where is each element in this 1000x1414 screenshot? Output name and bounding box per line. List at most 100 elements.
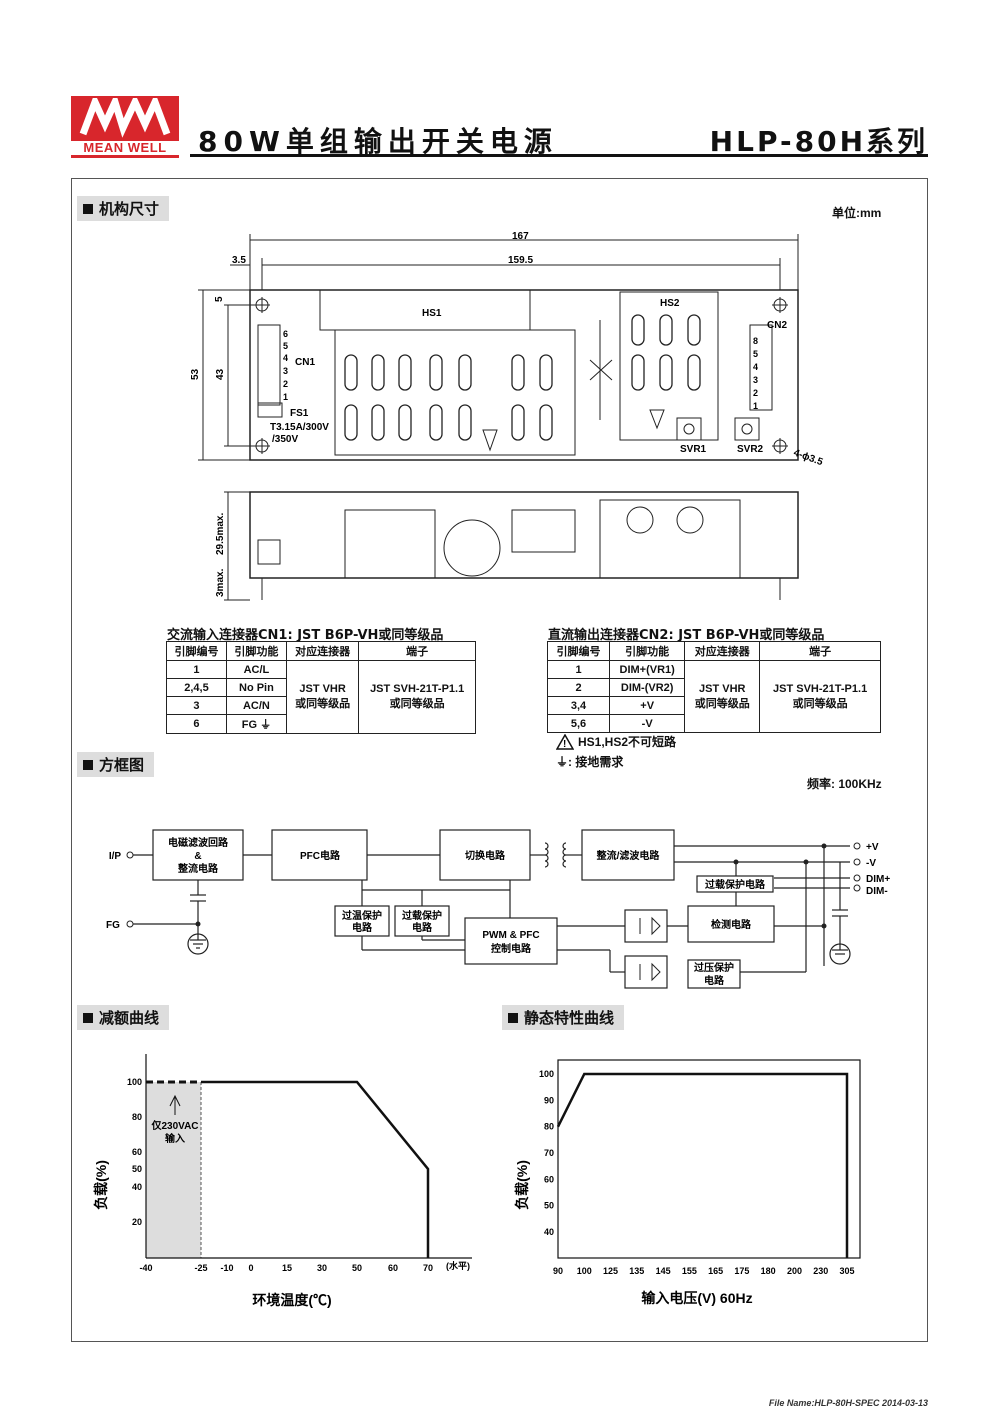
y-tick-label: 60	[544, 1174, 554, 1184]
output-label: DIM+	[866, 874, 890, 885]
cn2-pin: 4	[753, 362, 758, 372]
x-tick-label: 70	[423, 1263, 433, 1273]
chart2-ylabel: 负载(%)	[514, 1160, 530, 1210]
block-diagram: I/P FG 电磁滤波回路 & 整流电路 PFC电路 切换电路 整流/滤波电路 …	[106, 829, 890, 989]
cn2-pin: 3	[753, 375, 758, 385]
label-fuse2: /350V	[272, 434, 298, 445]
y-tick-label: 90	[544, 1095, 554, 1105]
page-title: 80W单组输出开关电源	[198, 125, 558, 158]
x-tick-label: 125	[603, 1266, 618, 1276]
plot-frame	[557, 1059, 861, 1259]
y-tick-label: 70	[544, 1148, 554, 1158]
dim-29-5: 29.5max.	[215, 513, 226, 555]
svg-text:!: !	[563, 739, 566, 750]
label-fuse: T3.15A/300V	[270, 422, 329, 433]
x-tick-label: 15	[282, 1263, 292, 1273]
cn1-header: 引脚功能	[225, 641, 287, 661]
chart1-note: 仅230VAC	[150, 1119, 198, 1132]
chart1-xlabel: 环境温度(℃)	[252, 1292, 331, 1308]
block-otp: 过温保护	[342, 909, 382, 922]
dim-43: 43	[215, 368, 226, 380]
chart2-xlabel: 输入电压(V) 60Hz	[641, 1290, 752, 1306]
content-frame	[71, 178, 928, 1342]
dim-3-5: 3.5	[232, 255, 246, 266]
cn2-title: 直流输出连接器CN2: JST B6P-VH或同等级品	[548, 628, 825, 643]
block-ovp: 电路	[704, 974, 725, 987]
unit-label: 单位:mm	[832, 206, 882, 220]
warning-icon: !	[556, 733, 574, 750]
meanwell-logo: MEAN WELL	[71, 96, 179, 158]
series-line	[556, 1072, 849, 1258]
block-olp: 电路	[412, 921, 433, 934]
dim-53: 53	[190, 368, 201, 380]
cn2-pin: 2	[753, 388, 758, 398]
x-tick-label: 165	[708, 1266, 723, 1276]
series-title: HLP-80H系列	[709, 125, 928, 158]
note-fg: ⏚: 接地需求	[556, 755, 624, 769]
dim-159: 159.5	[508, 255, 533, 266]
cn1-pin: 3	[283, 366, 288, 376]
x-tick-label: 145	[656, 1266, 671, 1276]
x-tick-label: -10	[220, 1263, 233, 1273]
output-label: -V	[866, 858, 876, 869]
dim-167: 167	[512, 231, 529, 242]
x-tick-label: 200	[787, 1266, 802, 1276]
output-label: DIM-	[866, 886, 888, 897]
x-tick-label: 60	[388, 1263, 398, 1273]
output-label: +V	[866, 842, 879, 853]
cn2-header: 端子	[759, 641, 881, 661]
mechanical-drawing: 167 159.5 3.5 5 53 43 29.5max. 3max. 4-ϕ…	[190, 231, 825, 601]
block-detect: 检测电路	[711, 918, 752, 931]
block-olp2: 过载保护电路	[705, 878, 766, 891]
note-arrow	[169, 1094, 181, 1115]
label-fs1: FS1	[290, 408, 309, 419]
label-cn1: CN1	[295, 357, 315, 368]
block-rect: 整流/滤波电路	[596, 849, 661, 862]
section-block: 方框图	[77, 752, 155, 777]
block-pfc: PFC电路	[300, 849, 341, 862]
cn1-pin: 4	[283, 353, 288, 363]
cn1-pin: 1	[283, 392, 288, 402]
section-derating: 减额曲线	[77, 1005, 170, 1030]
section-static: 静态特性曲线	[502, 1005, 625, 1030]
x-tick-label: 305	[839, 1266, 854, 1276]
dim-5: 5	[214, 296, 225, 302]
cn1-pin: 5	[283, 341, 288, 351]
label-svr2: SVR2	[737, 444, 764, 455]
chart1-note: 输入	[165, 1132, 185, 1145]
label-fg: FG	[106, 920, 120, 931]
restricted-region	[146, 1082, 201, 1258]
block-otp: 电路	[352, 921, 373, 934]
y-tick-label: 80	[132, 1112, 142, 1122]
y-tick-label: 50	[544, 1201, 554, 1211]
chart1-xunit: (水平)	[446, 1260, 470, 1271]
y-tick-label: 40	[132, 1182, 142, 1192]
x-tick-label: 135	[629, 1266, 644, 1276]
cn1-pin: 6	[283, 329, 288, 339]
mw-logo-icon	[79, 98, 171, 138]
block-switch: 切换电路	[465, 849, 506, 862]
section-mech: 机构尺寸	[77, 196, 170, 221]
series-line	[201, 1080, 430, 1258]
y-tick-label: 80	[544, 1122, 554, 1132]
x-tick-label: 90	[553, 1266, 563, 1276]
block-emi: &	[194, 851, 201, 862]
dim-holes: 4-ϕ3.5	[792, 447, 825, 468]
block-emi: 整流电路	[177, 862, 219, 875]
x-tick-label: -40	[139, 1263, 152, 1273]
x-tick-label: 175	[734, 1266, 749, 1276]
cn1-header: 引脚编号	[166, 641, 227, 661]
cn2-pin: 5	[753, 349, 758, 359]
y-tick-label: 100	[539, 1069, 554, 1079]
label-ip: I/P	[109, 851, 122, 862]
table-row: 5,6-V	[546, 714, 881, 733]
